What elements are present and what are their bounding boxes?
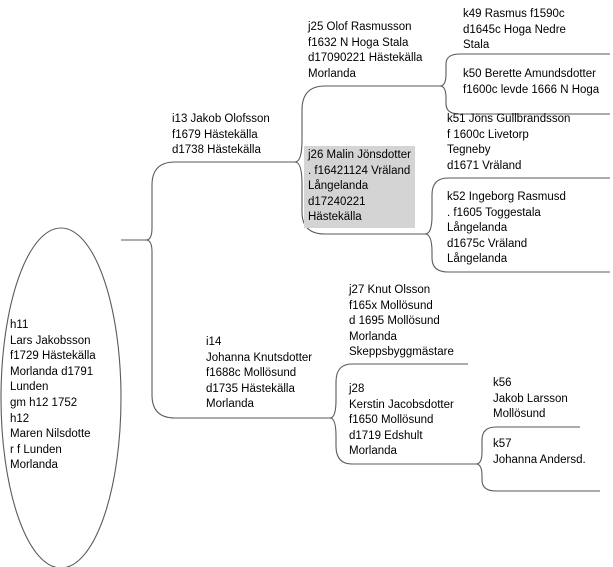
person-j27: j27 Knut Olsson f165x Mollösund d 1695 M… [349,283,454,361]
person-k51: k51 Jöns Gullbrandsson f 1600c Livetorp … [447,112,570,174]
person-line: Morlanda [308,67,356,80]
connector-j28 [329,417,476,465]
person-line: . f1605 Toggestala [447,206,541,219]
person-line: d17090221 Hästekälla [308,52,423,65]
person-line: k57 [493,438,512,450]
person-j26-highlighted: j26 Malin Jönsdotter . f16421124 Vräland… [304,146,415,228]
person-line: Morlanda [349,445,397,458]
person-line: Långelanda [308,180,369,193]
person-line: d1735 Hästekälla [206,382,295,395]
person-line: k50 Berette Amundsdotter [463,68,596,80]
person-line: j27 Knut Olsson [349,284,431,296]
person-line: f1679 Hästekälla [172,128,258,141]
root-line: Maren Nilsdotte [10,428,91,441]
person-line: f 1600c Livetorp [447,128,529,141]
root-line: h11 [10,319,29,331]
person-j25: j25 Olof Rasmusson f1632 N Hoga Stala d1… [308,20,422,82]
connector-k51 [424,177,610,235]
person-k50: k50 Berette Amundsdotter f1600c levde 16… [463,67,599,98]
person-line: f1600c levde 1666 N Hoga [463,83,600,96]
connector-k50 [439,85,610,115]
person-line: j28 [349,383,365,395]
root-line: Morlanda [10,459,58,472]
root-line: Lars Jakobsson [10,334,91,347]
person-line: d1675c Vräland [447,237,528,250]
person-line: k51 Jöns Gullbrandsson [447,113,571,125]
person-line: k49 Rasmus f1590c [463,8,565,20]
person-line: . f16421124 Vräland [308,164,411,177]
person-line: j26 Malin Jönsdotter [308,149,411,161]
root-line: h12 [10,412,30,425]
connector-j26 [294,161,425,235]
person-i13: i13 Jakob Olofsson f1679 Hästekälla d173… [172,112,270,159]
person-line: d17240221 [308,195,366,208]
person-k57: k57 Johanna Andersd. [493,437,586,468]
person-line: Johanna Andersd. [493,453,586,466]
root-ellipse [0,227,122,567]
person-line: k52 Ingeborg Rasmusd [447,191,566,203]
person-line: Morlanda [349,330,397,343]
root-line: gm h12 1752 [10,396,78,409]
person-line: Långelanda [447,222,508,235]
connector-i14 [145,239,330,419]
person-line: Johanna Knutsdotter [206,351,313,364]
connector-i13 [145,161,295,241]
root-person: h11 Lars Jakobsson f1729 Hästekälla Morl… [10,318,96,474]
person-line: Långelanda [447,253,508,266]
connector-j25 [294,85,440,163]
person-line: Tegneby [447,144,491,157]
person-j28: j28 Kerstin Jacobsdotter f1650 Mollösund… [349,382,454,460]
person-line: Jakob Larsson [493,392,568,405]
person-line: Skeppsbyggmästare [349,346,454,359]
connector-j27 [329,363,468,419]
person-line: f165x Mollösund [349,299,433,312]
person-line: d1671 Vräland [447,159,522,172]
person-line: Hästekälla [308,211,362,224]
person-line: j25 Olof Rasmusson [308,21,412,33]
person-line: f1650 Mollösund [349,414,434,427]
person-line: Morlanda [206,398,254,411]
person-k49: k49 Rasmus f1590c d1645c Hoga Nedre Stal… [463,7,566,54]
connector-k49 [439,53,610,87]
person-line: i14 [206,336,222,348]
connector-k57 [475,463,600,492]
root-line: Morlanda d1791 [10,365,94,378]
person-line: f1688c Mollösund [206,367,297,380]
person-k52: k52 Ingeborg Rasmusd . f1605 Toggestala … [447,190,566,268]
person-line: i13 Jakob Olofsson [172,113,270,125]
person-i14: i14 Johanna Knutsdotter f1688c Mollösund… [206,335,312,413]
person-line: Kerstin Jacobsdotter [349,398,454,411]
person-line: d1738 Hästekälla [172,144,261,157]
person-line: Mollösund [493,408,546,421]
root-line: r f Lunden [10,443,62,456]
person-line: k56 [493,377,512,389]
person-k56: k56 Jakob Larsson Mollösund [493,376,568,423]
person-line: f1632 N Hoga Stala [308,36,409,49]
connector-k56 [475,426,580,465]
root-line: f1729 Hästekälla [10,350,96,363]
person-line: d 1695 Mollösund [349,315,440,328]
person-line: Stala [463,39,490,52]
connector-k52 [424,233,610,273]
person-line: d1719 Edshult [349,429,423,442]
person-line: d1645c Hoga Nedre [463,23,566,36]
root-line: Lunden [10,381,49,394]
